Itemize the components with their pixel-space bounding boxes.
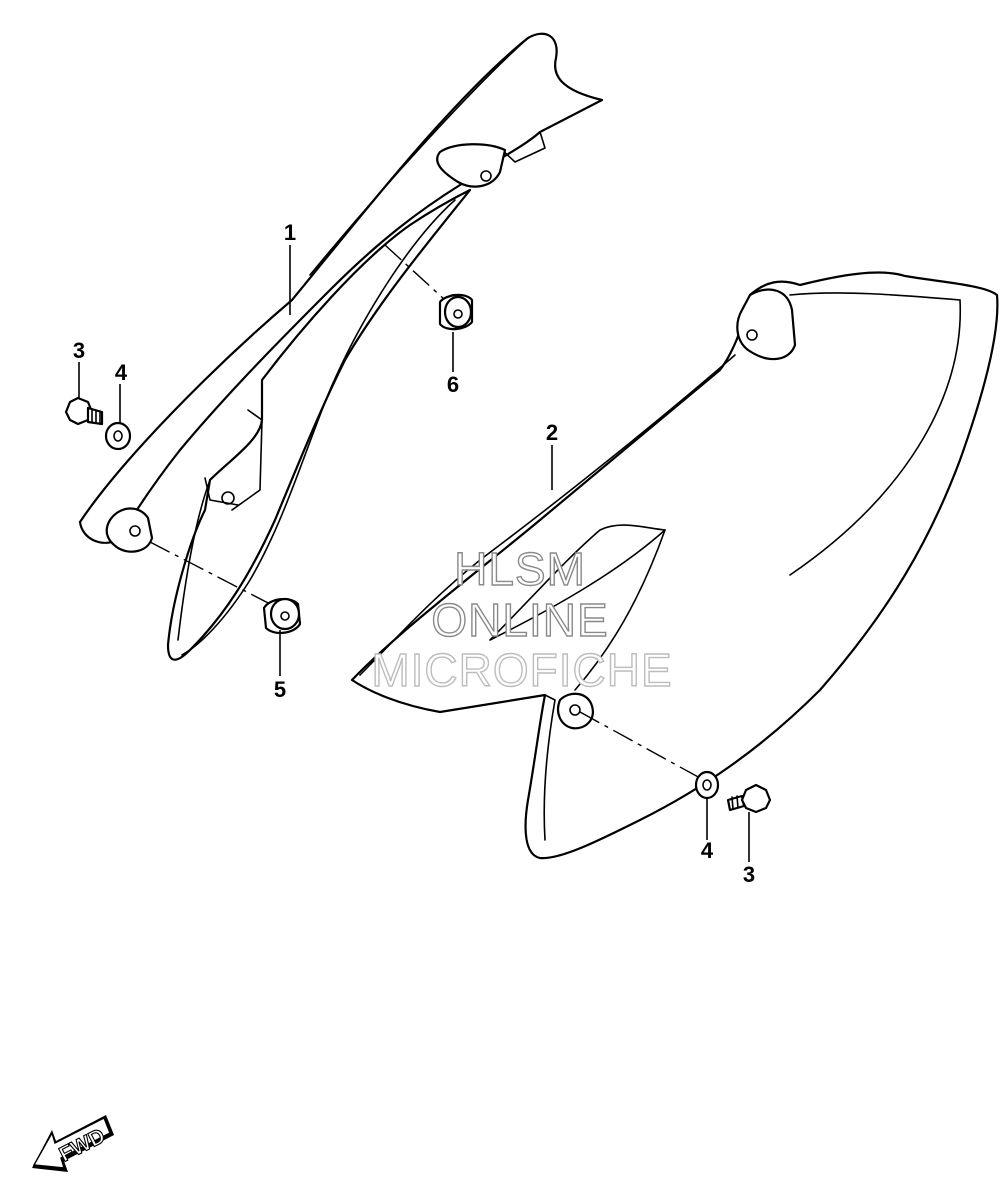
washer-4-right[interactable] bbox=[694, 770, 720, 800]
assembly-line-grommet-5 bbox=[149, 541, 273, 606]
watermark-line-3: MICROFICHE bbox=[371, 644, 672, 696]
callout-6: 6 bbox=[447, 372, 459, 397]
callout-4-left: 4 bbox=[115, 360, 128, 385]
grommet-5[interactable] bbox=[262, 597, 302, 634]
assembly-line-right-lug bbox=[579, 711, 701, 779]
right-frame-cover[interactable] bbox=[350, 271, 999, 860]
watermark: HLSM ONLINE MICROFICHE bbox=[371, 542, 673, 696]
assembly-line-grommet-6 bbox=[384, 244, 446, 301]
callout-4-right: 4 bbox=[701, 838, 714, 863]
callout-3-left: 3 bbox=[73, 338, 85, 363]
fwd-arrow-icon: FWD bbox=[32, 1115, 114, 1172]
callout-5: 5 bbox=[274, 677, 286, 702]
watermark-line-2: ONLINE bbox=[431, 594, 608, 646]
callout-1: 1 bbox=[284, 220, 296, 245]
bolt-3-right[interactable] bbox=[726, 783, 772, 814]
grommet-6[interactable] bbox=[438, 293, 474, 331]
washer-4-left[interactable] bbox=[104, 421, 132, 451]
bolt-3-left[interactable] bbox=[64, 396, 104, 426]
watermark-line-1: HLSM bbox=[454, 543, 586, 595]
callout-3-right: 3 bbox=[743, 862, 755, 887]
left-frame-cover[interactable] bbox=[78, 32, 604, 661]
callout-2: 2 bbox=[546, 420, 558, 445]
